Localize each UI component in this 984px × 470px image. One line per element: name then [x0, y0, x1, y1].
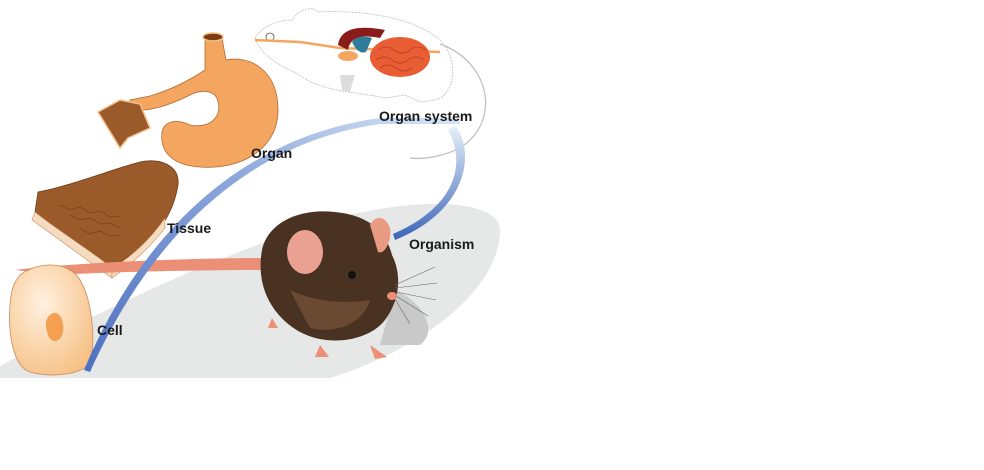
label-organism: Organism: [409, 236, 475, 252]
organism-arrow: [393, 125, 466, 240]
label-tissue: Tissue: [167, 220, 212, 236]
organ-system-mouse-illustration: [254, 8, 487, 160]
mouse-tail: [15, 258, 262, 275]
cell-illustration: [9, 264, 94, 376]
progression-arrow: [84, 118, 460, 372]
label-organ: Organ: [251, 145, 293, 161]
organism-mouse-illustration: [260, 211, 438, 359]
label-cell: Cell: [97, 322, 123, 338]
label-organ-system: Organ system: [379, 108, 473, 124]
stomach-organ-illustration: [96, 32, 279, 168]
